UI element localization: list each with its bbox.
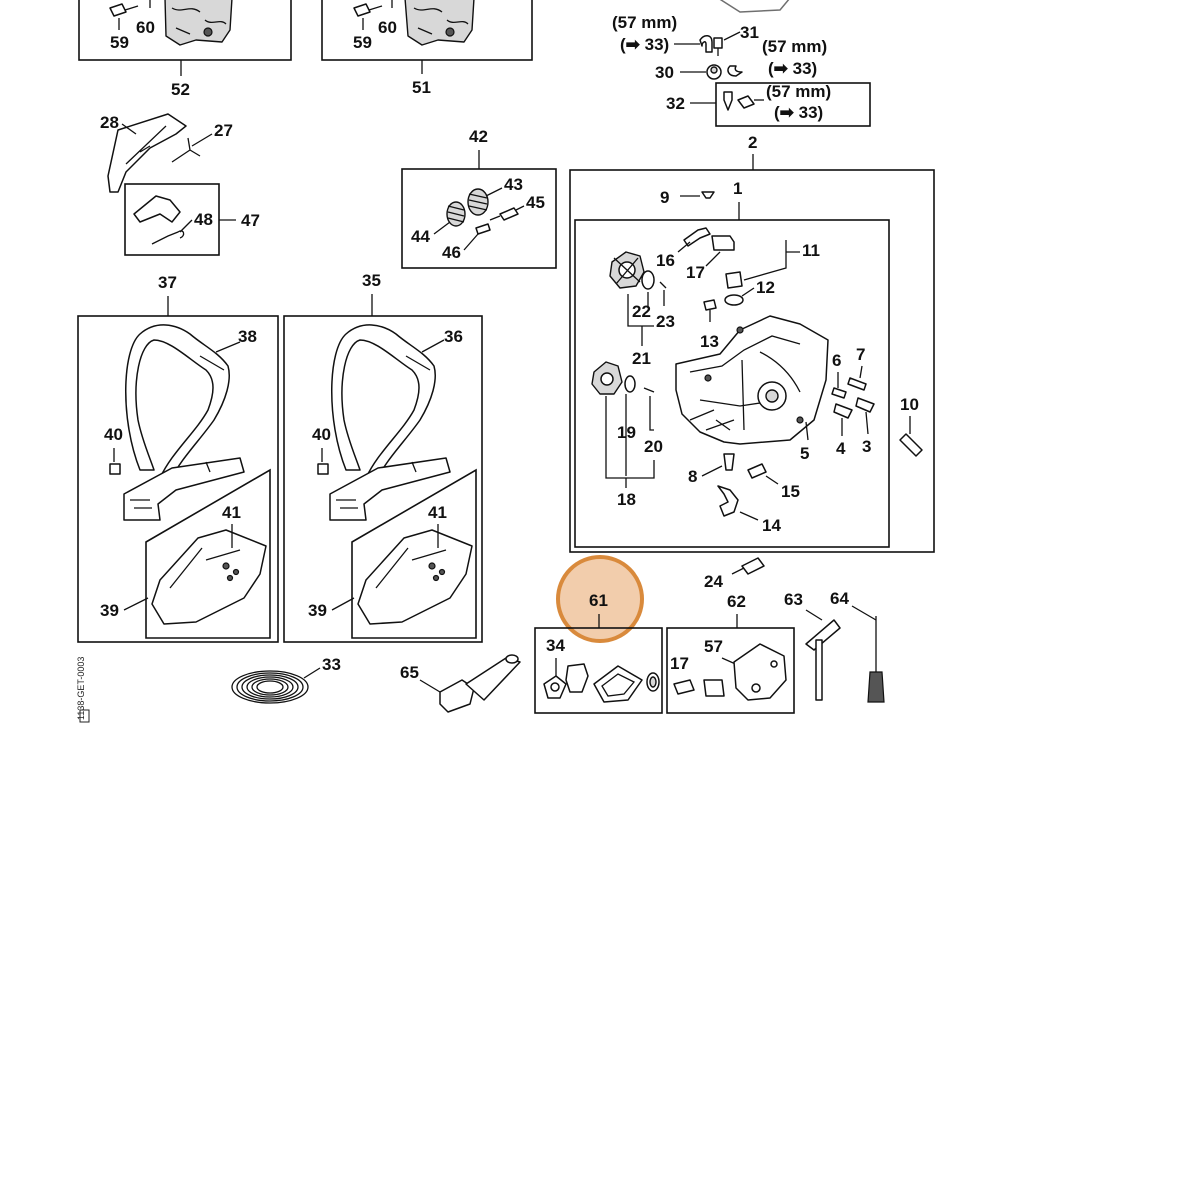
- label-62: 62: [727, 592, 746, 611]
- label-57: 57: [704, 637, 723, 656]
- label-41: 41: [428, 503, 447, 522]
- label-34: 34: [546, 636, 565, 655]
- assembly-2[interactable]: 2 9 1: [569, 133, 935, 553]
- label-46: 46: [442, 243, 461, 262]
- label-14: 14: [762, 516, 781, 535]
- label-8: 8: [688, 467, 697, 486]
- label-6: 6: [832, 351, 841, 370]
- label-18: 18: [617, 490, 636, 509]
- label-11: 11: [802, 241, 820, 260]
- assembly-47[interactable]: 48 47: [124, 183, 260, 256]
- assembly-42[interactable]: 42 43 45 44 46: [401, 127, 557, 269]
- label-13: 13: [700, 332, 719, 351]
- cover-icon: [151, 529, 267, 625]
- label-35: 35: [362, 271, 381, 290]
- label-19: 19: [617, 423, 636, 442]
- label-59: 59: [110, 33, 129, 52]
- label-20: 20: [644, 437, 663, 456]
- label-10: 10: [900, 395, 919, 414]
- label-44: 44: [411, 227, 430, 246]
- tool-63[interactable]: 63: [784, 590, 841, 701]
- label-ref-33: (➡ 33): [774, 103, 823, 122]
- label-60: 60: [136, 18, 155, 37]
- label-60: 60: [378, 18, 397, 37]
- crankcase-icon: [675, 315, 829, 445]
- assembly-61[interactable]: 61 34: [534, 555, 663, 714]
- label-57mm: (57 mm): [766, 82, 831, 101]
- label-ref-33: (➡ 33): [620, 35, 669, 54]
- label-23: 23: [656, 312, 675, 331]
- label-42: 42: [469, 127, 488, 146]
- gear-icon: [591, 361, 623, 395]
- label-65: 65: [400, 663, 419, 682]
- part-65[interactable]: 65: [400, 654, 521, 713]
- label-32: 32: [666, 94, 685, 113]
- label-12: 12: [756, 278, 775, 297]
- handle-icon: [123, 324, 245, 521]
- label-43: 43: [504, 175, 523, 194]
- assembly-52[interactable]: 60 59 52: [78, 0, 292, 99]
- label-30: 30: [655, 63, 674, 82]
- part-24[interactable]: 24: [704, 557, 765, 591]
- label-16: 16: [656, 251, 675, 270]
- cover-28-27[interactable]: 28 27: [100, 113, 233, 193]
- label-59: 59: [353, 33, 372, 52]
- label-52: 52: [171, 80, 190, 99]
- assembly-51[interactable]: 60 59 51: [321, 0, 533, 97]
- label-17: 17: [686, 263, 705, 282]
- label-48: 48: [194, 210, 213, 229]
- label-5: 5: [800, 444, 809, 463]
- label-57mm: (57 mm): [762, 37, 827, 56]
- rotor-icon: [609, 251, 645, 289]
- drawing-code: 1138-GET-0003: [76, 657, 90, 723]
- label-15: 15: [781, 482, 800, 501]
- drawing-code-text: 1138-GET-0003: [76, 657, 86, 720]
- hose-group[interactable]: (57 mm) (➡ 33) 31 (57 mm) 30 (➡ 33) 32 (…: [612, 0, 871, 127]
- label-28: 28: [100, 113, 119, 132]
- label-63: 63: [784, 590, 803, 609]
- assembly-35[interactable]: 35 36 40 41 39: [283, 271, 483, 643]
- label-33: 33: [322, 655, 341, 674]
- label-40: 40: [104, 425, 123, 444]
- label-45: 45: [526, 193, 545, 212]
- label-31: 31: [740, 23, 759, 42]
- assembly-37[interactable]: 37 38 40 41 39: [77, 273, 279, 643]
- label-39: 39: [100, 601, 119, 620]
- label-22: 22: [632, 302, 651, 321]
- screwdriver-icon[interactable]: 64: [830, 589, 885, 703]
- label-61: 61: [589, 591, 608, 610]
- label-64: 64: [830, 589, 849, 608]
- label-38: 38: [238, 327, 257, 346]
- label-17: 17: [670, 654, 689, 673]
- label-3: 3: [862, 437, 871, 456]
- assembly-62[interactable]: 62 17 57: [666, 592, 795, 714]
- label-27: 27: [214, 121, 233, 140]
- label-51: 51: [412, 78, 431, 97]
- label-21: 21: [632, 349, 651, 368]
- label-40: 40: [312, 425, 331, 444]
- label-57mm: (57 mm): [612, 13, 677, 32]
- highlight-marker[interactable]: [556, 555, 644, 643]
- spring-33[interactable]: 33: [231, 655, 341, 704]
- handle-icon: [329, 324, 451, 521]
- label-24: 24: [704, 572, 723, 591]
- label-4: 4: [836, 439, 846, 458]
- label-7: 7: [856, 345, 865, 364]
- label-1: 1: [733, 179, 742, 198]
- label-47: 47: [241, 211, 260, 230]
- label-9: 9: [660, 188, 669, 207]
- label-ref-33: (➡ 33): [768, 59, 817, 78]
- label-41: 41: [222, 503, 241, 522]
- label-39: 39: [308, 601, 327, 620]
- label-2: 2: [748, 133, 757, 152]
- cover-icon: [357, 529, 473, 625]
- label-37: 37: [158, 273, 177, 292]
- crankcase-parts[interactable]: 16 17 11 12 22 23 21 13: [591, 227, 923, 535]
- label-36: 36: [444, 327, 463, 346]
